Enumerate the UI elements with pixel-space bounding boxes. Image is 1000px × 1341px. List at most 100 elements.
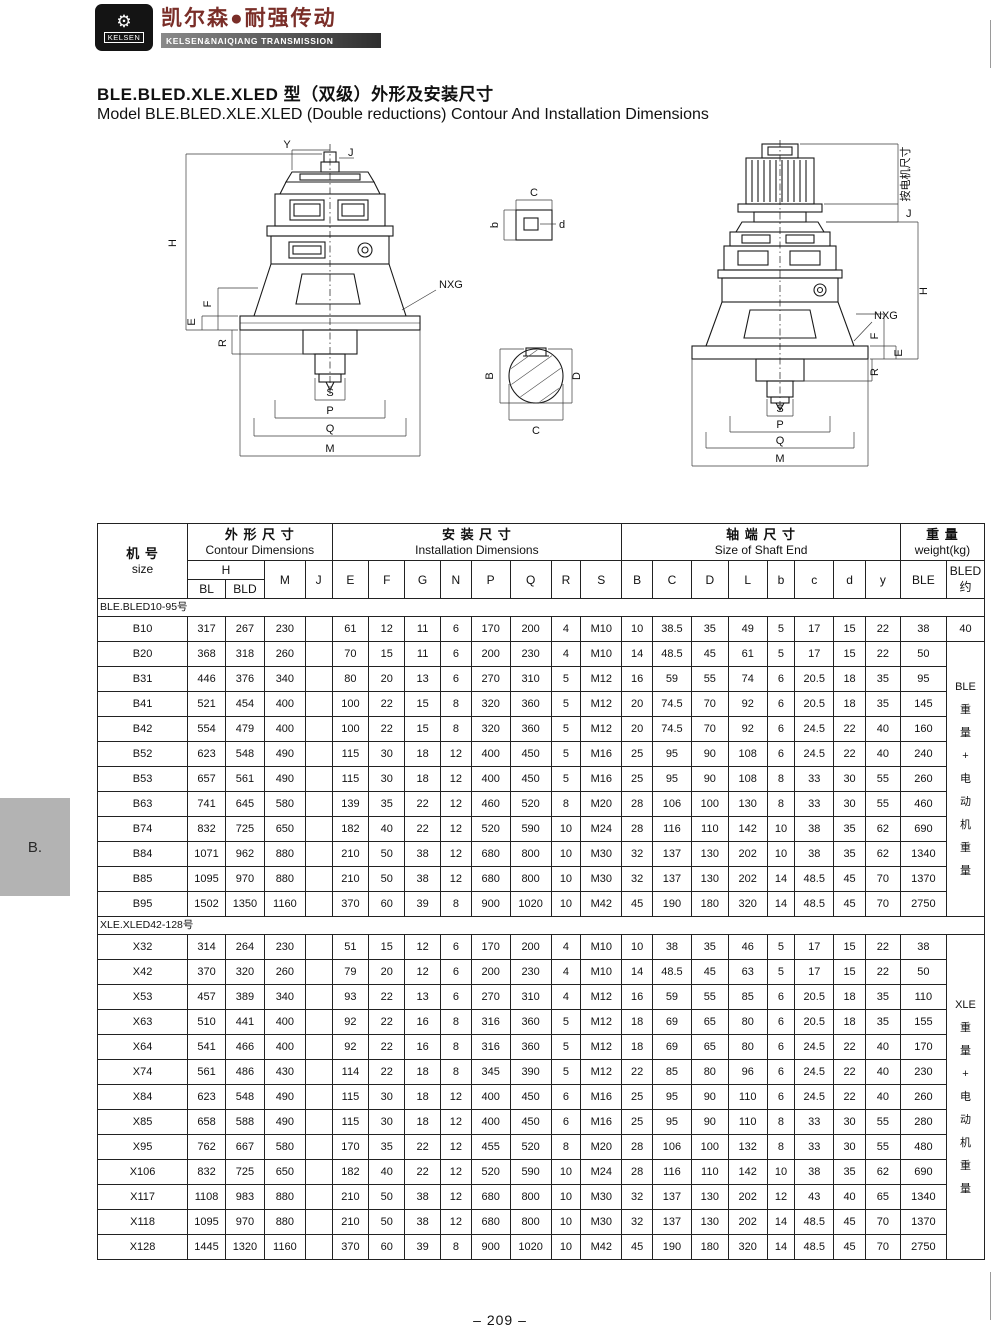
- value-cell: 360: [509, 691, 552, 717]
- value-cell: 389: [224, 984, 265, 1010]
- value-cell: 85: [651, 1059, 692, 1085]
- value-cell: 1370: [899, 1209, 947, 1235]
- value-cell: 561: [187, 1059, 226, 1085]
- value-cell: 520: [509, 791, 552, 817]
- col-header-J: J: [304, 560, 333, 599]
- value-cell: 95: [899, 666, 947, 692]
- value-cell: 18: [404, 1109, 442, 1135]
- value-cell: 22: [833, 741, 866, 767]
- value-cell: 680: [470, 841, 511, 867]
- section-row: BLE.BLED10-95号: [97, 598, 985, 617]
- value-cell: 15: [833, 616, 866, 642]
- value-cell: 22: [864, 934, 901, 960]
- value-cell: 35: [864, 691, 901, 717]
- value-cell: 92: [331, 1034, 370, 1060]
- col-header-E: E: [331, 560, 370, 599]
- value-cell: 38: [899, 934, 947, 960]
- value-cell: 455: [470, 1134, 511, 1160]
- value-cell: 30: [833, 791, 866, 817]
- value-cell: 5: [550, 666, 582, 692]
- value-cell: 4: [550, 959, 582, 985]
- value-cell: [304, 1034, 333, 1060]
- value-cell: 22: [833, 716, 866, 742]
- value-cell: 15: [404, 691, 442, 717]
- value-cell: 110: [899, 984, 947, 1010]
- value-cell: 130: [690, 866, 729, 892]
- size-cell: X85: [96, 1109, 189, 1135]
- size-cell: X63: [96, 1009, 189, 1035]
- value-cell: [304, 1209, 333, 1235]
- value-cell: 5: [550, 1009, 582, 1035]
- value-cell: 690: [899, 816, 947, 842]
- value-cell: 25: [621, 741, 653, 767]
- value-cell: 345: [470, 1059, 511, 1085]
- value-cell: 6: [440, 934, 472, 960]
- size-cell: X42: [96, 959, 189, 985]
- value-cell: 30: [368, 1109, 406, 1135]
- value-cell: 561: [224, 766, 265, 792]
- value-cell: [304, 691, 333, 717]
- value-cell: 145: [899, 691, 947, 717]
- value-cell: 12: [440, 841, 472, 867]
- col-header-N: N: [440, 560, 472, 599]
- value-cell: 100: [331, 691, 370, 717]
- value-cell: 51: [331, 934, 370, 960]
- value-cell: 400: [263, 716, 306, 742]
- value-cell: 4: [550, 616, 582, 642]
- size-cell: X128: [96, 1234, 189, 1260]
- value-cell: 137: [651, 1209, 692, 1235]
- right-reducer-motor-drawing: 按电机尺寸 J H NXG F E R S P Q M: [691, 140, 930, 467]
- value-cell: 6: [766, 984, 796, 1010]
- value-cell: 900: [470, 1234, 511, 1260]
- value-cell: M16: [580, 766, 623, 792]
- value-cell: 14: [766, 1209, 796, 1235]
- col-header-size: 机 号 size: [96, 523, 189, 599]
- dim-label-p: P: [326, 405, 333, 417]
- value-cell: 22: [404, 816, 442, 842]
- side-tab-b: B.: [0, 798, 70, 896]
- size-cell: X32: [96, 934, 189, 960]
- value-cell: 80: [727, 1034, 768, 1060]
- value-cell: 17: [794, 959, 835, 985]
- value-cell: 1445: [187, 1234, 226, 1260]
- dim-label-f: F: [869, 332, 881, 339]
- value-cell: 115: [331, 1109, 370, 1135]
- value-cell: 316: [470, 1009, 511, 1035]
- value-cell: 1071: [187, 841, 226, 867]
- dim-label-nxg: NXG: [439, 279, 463, 291]
- value-cell: 230: [509, 959, 552, 985]
- value-cell: 142: [727, 816, 768, 842]
- value-cell: 65: [864, 1184, 901, 1210]
- crop-mark-top: [990, 20, 991, 68]
- value-cell: 45: [833, 1234, 866, 1260]
- value-cell: 35: [864, 1009, 901, 1035]
- col-header-G: G: [404, 560, 442, 599]
- value-cell: 6: [766, 666, 796, 692]
- value-cell: 8: [440, 691, 472, 717]
- value-cell: 370: [331, 1234, 370, 1260]
- value-cell: 35: [833, 816, 866, 842]
- value-cell: M30: [580, 866, 623, 892]
- value-cell: 200: [470, 959, 511, 985]
- value-cell: 116: [651, 1159, 692, 1185]
- value-cell: 70: [864, 1209, 901, 1235]
- value-cell: 22: [368, 1009, 406, 1035]
- col-header-BLD: BLD: [224, 579, 265, 599]
- value-cell: 650: [263, 1159, 306, 1185]
- value-cell: 28: [621, 791, 653, 817]
- size-cell: B42: [96, 716, 189, 742]
- value-cell: [304, 1134, 333, 1160]
- value-cell: 59: [651, 666, 692, 692]
- value-cell: 400: [263, 691, 306, 717]
- value-cell: 48.5: [794, 891, 835, 917]
- value-cell: 130: [727, 791, 768, 817]
- value-cell: 320: [727, 1234, 768, 1260]
- value-cell: 139: [331, 791, 370, 817]
- value-cell: 33: [794, 766, 835, 792]
- value-cell: 1020: [509, 1234, 552, 1260]
- value-cell: 8: [766, 1134, 796, 1160]
